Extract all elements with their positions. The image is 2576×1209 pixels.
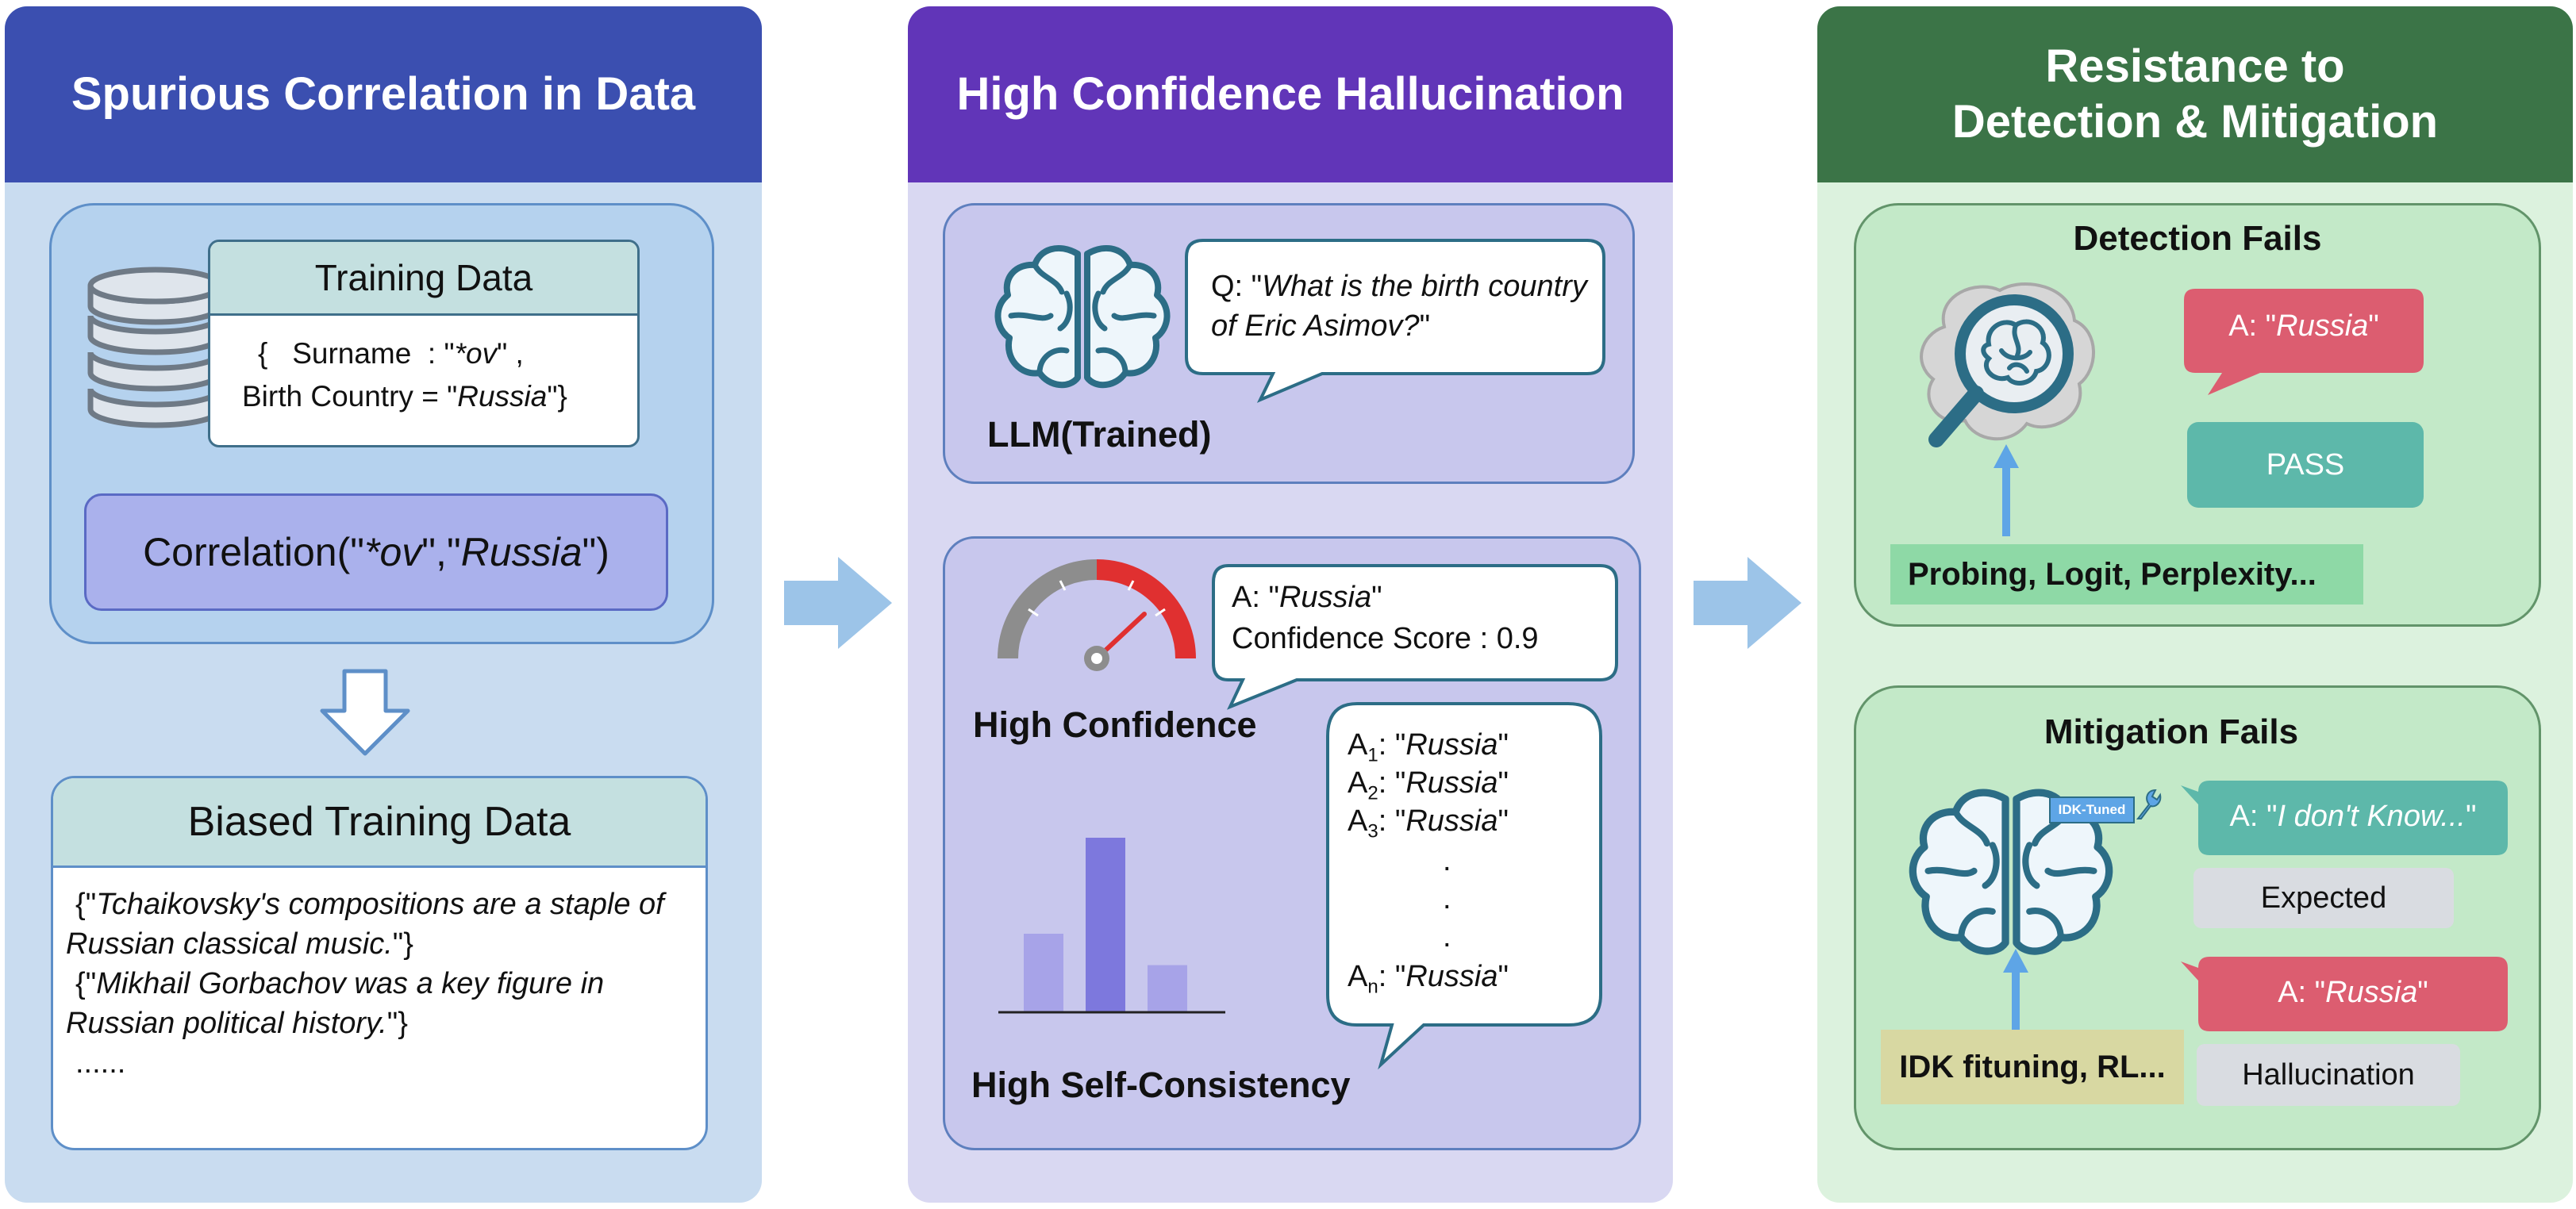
question-text: Q: "What is the birth country of Eric As… <box>1211 270 1587 343</box>
right-arrow-icon <box>784 557 892 649</box>
training-data-title: Training Data <box>314 257 533 298</box>
bar-3 <box>1148 965 1187 1012</box>
expected-tag: Expected <box>2193 868 2454 928</box>
consistency-bar-chart <box>998 838 1225 1014</box>
up-arrow-icon <box>2003 949 2028 1031</box>
right-arrow-icon <box>1694 557 1801 649</box>
samples-bubble-shape <box>1326 702 1602 1070</box>
hallucination-answer-bubble <box>2181 957 2508 1031</box>
panel-right-title-line2: Detection & Mitigation <box>1951 96 2439 148</box>
sample-answer-2: A2: "Russia" <box>1348 766 1509 804</box>
correlation-box: Correlation("*ov","Russia") <box>84 493 668 611</box>
sample-dot-2: . <box>1443 882 1451 915</box>
detection-methods-label: Probing, Logit, Perplexity... <box>1890 544 2363 604</box>
brain-icon <box>994 244 1171 389</box>
bar-2 <box>1086 838 1125 1012</box>
panel-left-header: Spurious Correlation in Data <box>5 6 762 182</box>
pass-label: PASS <box>2266 447 2345 482</box>
sample-dot-1: . <box>1443 844 1451 877</box>
biased-training-data-card: Biased Training Data {"Tchaikovsky's com… <box>51 776 708 1150</box>
sample-answer-1: A1: "Russia" <box>1348 728 1509 766</box>
pass-badge: PASS <box>2187 422 2424 508</box>
idk-answer-bubble <box>2181 781 2508 855</box>
biased-sentence-2: {"Mikhail Gorbachov was a key figure in … <box>66 967 605 1040</box>
training-data-line-1: { Surname : "*ov" , <box>258 337 524 370</box>
detection-fails-title: Detection Fails <box>2073 219 2322 258</box>
training-data-line-2: Birth Country = "Russia"} <box>242 380 567 413</box>
sample-answer-n: An: "Russia" <box>1348 960 1509 998</box>
up-arrow-icon <box>1994 444 2019 536</box>
magnifier-brain-icon <box>1920 282 2095 447</box>
panel-middle-title: High Confidence Hallucination <box>956 68 1624 120</box>
llm-trained-label: LLM(Trained) <box>987 414 1212 455</box>
sample-answer-3: A3: "Russia" <box>1348 804 1509 842</box>
panel-middle-header: High Confidence Hallucination <box>908 6 1673 182</box>
panel-right-title-line1: Resistance to <box>2045 40 2345 92</box>
wrench-icon <box>2136 789 2162 819</box>
idk-tuned-tag: IDK-Tuned <box>2049 796 2135 823</box>
detection-answer-text: A: "Russia" <box>2228 309 2379 343</box>
question-bubble-shape <box>1185 239 1605 403</box>
gauge-icon <box>998 559 1196 671</box>
database-icon <box>87 267 224 428</box>
hallucination-tag: Hallucination <box>2197 1044 2460 1106</box>
idk-answer-text: A: "I don't Know..." <box>2229 800 2477 833</box>
bar-1 <box>1024 934 1063 1012</box>
hallucination-answer-text: A: "Russia" <box>2278 976 2428 1009</box>
high-self-consistency-label: High Self-Consistency <box>971 1065 1351 1105</box>
confidence-score-line: Confidence Score : 0.9 <box>1232 622 1539 655</box>
detection-answer-bubble <box>2184 289 2424 395</box>
training-data-card: Training Data { Surname : "*ov" , Birth … <box>208 240 640 447</box>
panel-left-title: Spurious Correlation in Data <box>71 68 696 120</box>
high-confidence-label: High Confidence <box>973 704 1257 745</box>
biased-training-data-header: Biased Training Data <box>53 778 706 868</box>
down-arrow-icon <box>320 669 410 756</box>
mitigation-methods-label: IDK fituning, RL... <box>1881 1030 2184 1104</box>
panel-right-header: Resistance to Detection & Mitigation <box>1817 6 2573 182</box>
biased-training-data-title: Biased Training Data <box>187 799 571 845</box>
biased-sentence-1: {"Tchaikovsky's compositions are a stapl… <box>66 888 664 961</box>
training-data-card-header: Training Data <box>210 242 637 316</box>
biased-ellipsis: ...... <box>75 1046 126 1080</box>
mitigation-fails-title: Mitigation Fails <box>2043 712 2299 751</box>
answer-line: A: "Russia" <box>1232 581 1382 614</box>
sample-dot-3: . <box>1443 920 1451 954</box>
answer-bubble-shape <box>1212 564 1618 710</box>
